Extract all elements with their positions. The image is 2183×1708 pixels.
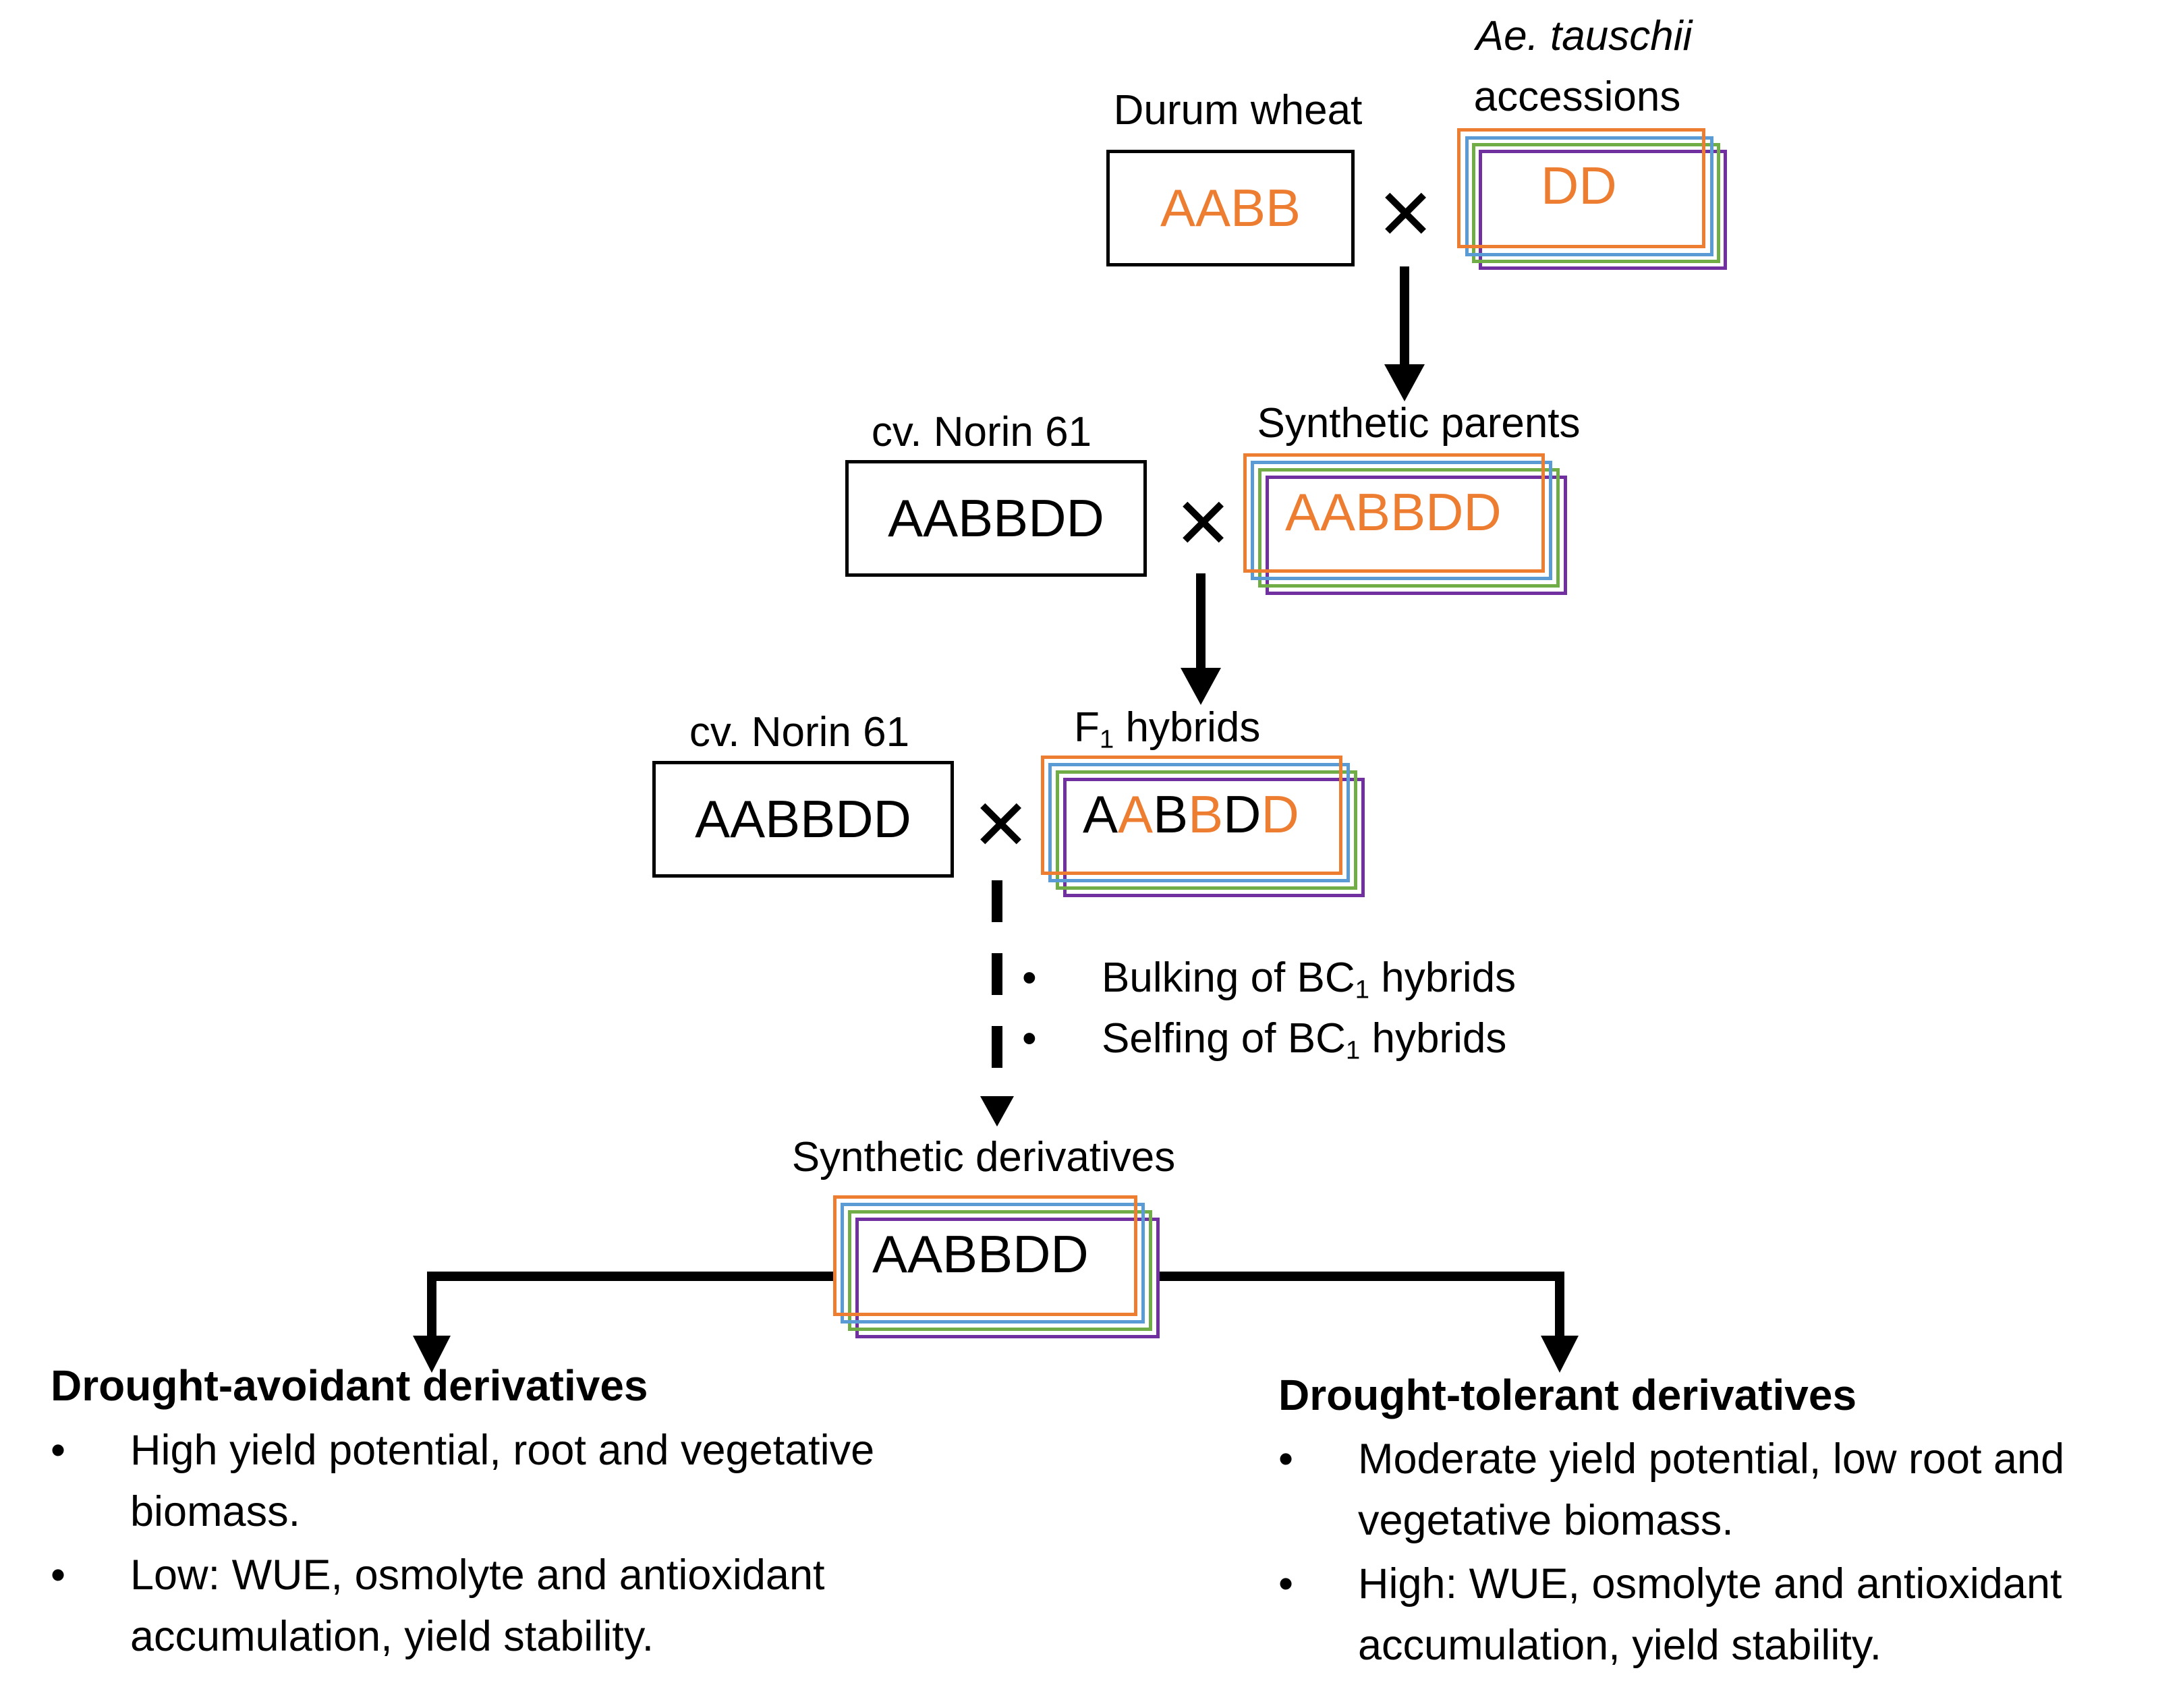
norin-genome-box-1: AABBDD bbox=[845, 460, 1147, 577]
derivative-box-purple bbox=[855, 1218, 1160, 1338]
tauschii-label-line2: accessions bbox=[1473, 74, 1681, 120]
f1-genome-letter: D bbox=[1261, 785, 1299, 844]
parent-box-green bbox=[1258, 468, 1560, 588]
tauschii-accessions-stack: DD bbox=[1457, 128, 1727, 270]
synthetic-derivatives-genome: AABBDD bbox=[872, 1224, 1089, 1284]
drought-avoidant-title: Drought-avoidant derivatives bbox=[51, 1361, 648, 1410]
down-arrow-icon bbox=[1181, 668, 1221, 705]
cross-icon: ✕ bbox=[1174, 485, 1233, 563]
drought-tolerant-title: Drought-tolerant derivatives bbox=[1278, 1371, 1857, 1419]
synthetic-derivatives-stack: AABBDD bbox=[833, 1195, 1160, 1338]
f1-hybrids-stack: AABBDD bbox=[1041, 756, 1365, 897]
down-arrow-icon bbox=[1541, 1336, 1579, 1373]
synthetic-parents-genome: AABBDD bbox=[1285, 482, 1502, 542]
down-arrow-icon bbox=[1384, 364, 1425, 401]
drought-avoidant-list: •High yield potential, root and vegetati… bbox=[51, 1420, 874, 1668]
parent-box-blue bbox=[1251, 461, 1552, 580]
branch-right-line bbox=[1159, 1272, 1564, 1339]
durum-genome-box: AABB bbox=[1106, 150, 1355, 266]
synthetic-parents-label: Synthetic parents bbox=[1257, 400, 1581, 447]
bullet-icon: • bbox=[1022, 955, 1037, 1001]
synthetic-parents-stack: AABBDD bbox=[1243, 453, 1567, 595]
f1-genome-letter: A bbox=[1083, 785, 1118, 844]
accession-box-purple bbox=[1479, 150, 1727, 270]
down-arrow-icon bbox=[413, 1336, 451, 1373]
process-item: •Selfing of BC1 hybrids bbox=[1022, 1008, 1516, 1069]
f1-genome-letter: B bbox=[1153, 785, 1189, 844]
f1-box-purple bbox=[1063, 778, 1365, 897]
f1-box-green bbox=[1056, 770, 1357, 890]
bullet-icon: • bbox=[1278, 1435, 1294, 1483]
bullet-icon: • bbox=[1278, 1560, 1294, 1607]
branch-left-line bbox=[427, 1272, 833, 1339]
tauschii-label-line1: Ae. tauschii bbox=[1475, 13, 1693, 59]
accession-box-green bbox=[1472, 143, 1720, 263]
f1-genome-letter: A bbox=[1118, 785, 1154, 844]
norin-label-2: cv. Norin 61 bbox=[689, 709, 910, 756]
down-arrow-icon bbox=[980, 1096, 1014, 1127]
avoidant-item: •High yield potential, root and vegetati… bbox=[51, 1420, 874, 1543]
parent-box-purple bbox=[1266, 476, 1567, 595]
process-item: •Bulking of BC1 hybrids bbox=[1022, 948, 1516, 1008]
derivative-box-green bbox=[848, 1210, 1152, 1331]
f1-box-orange bbox=[1041, 756, 1342, 875]
derivative-box-orange bbox=[833, 1195, 1137, 1316]
tauschii-genome: DD bbox=[1541, 156, 1617, 215]
accession-box-orange bbox=[1457, 128, 1705, 248]
synthetic-derivatives-label: Synthetic derivatives bbox=[791, 1134, 1176, 1180]
accession-box-blue bbox=[1465, 136, 1713, 256]
backcross-process-list: •Bulking of BC1 hybrids •Selfing of BC1 … bbox=[1022, 948, 1516, 1070]
derivative-box-blue bbox=[841, 1203, 1145, 1323]
bullet-icon: • bbox=[51, 1551, 66, 1599]
f1-genome-letter: B bbox=[1188, 785, 1224, 844]
f1-box-blue bbox=[1048, 763, 1350, 882]
bullet-icon: • bbox=[51, 1427, 66, 1474]
bullet-icon: • bbox=[1022, 1015, 1037, 1062]
norin-genome-box-2: AABBDD bbox=[652, 761, 954, 878]
durum-wheat-label: Durum wheat bbox=[1113, 87, 1363, 134]
cross-icon: ✕ bbox=[971, 787, 1031, 865]
parent-box-orange bbox=[1243, 453, 1545, 573]
cross-icon: ✕ bbox=[1376, 176, 1436, 254]
norin-label-1: cv. Norin 61 bbox=[871, 409, 1092, 455]
f1-genome-letter: D bbox=[1223, 785, 1261, 844]
f1-hybrids-label: F1 hybrids bbox=[1074, 704, 1261, 754]
f1-genome: AABBDD bbox=[1083, 784, 1299, 845]
